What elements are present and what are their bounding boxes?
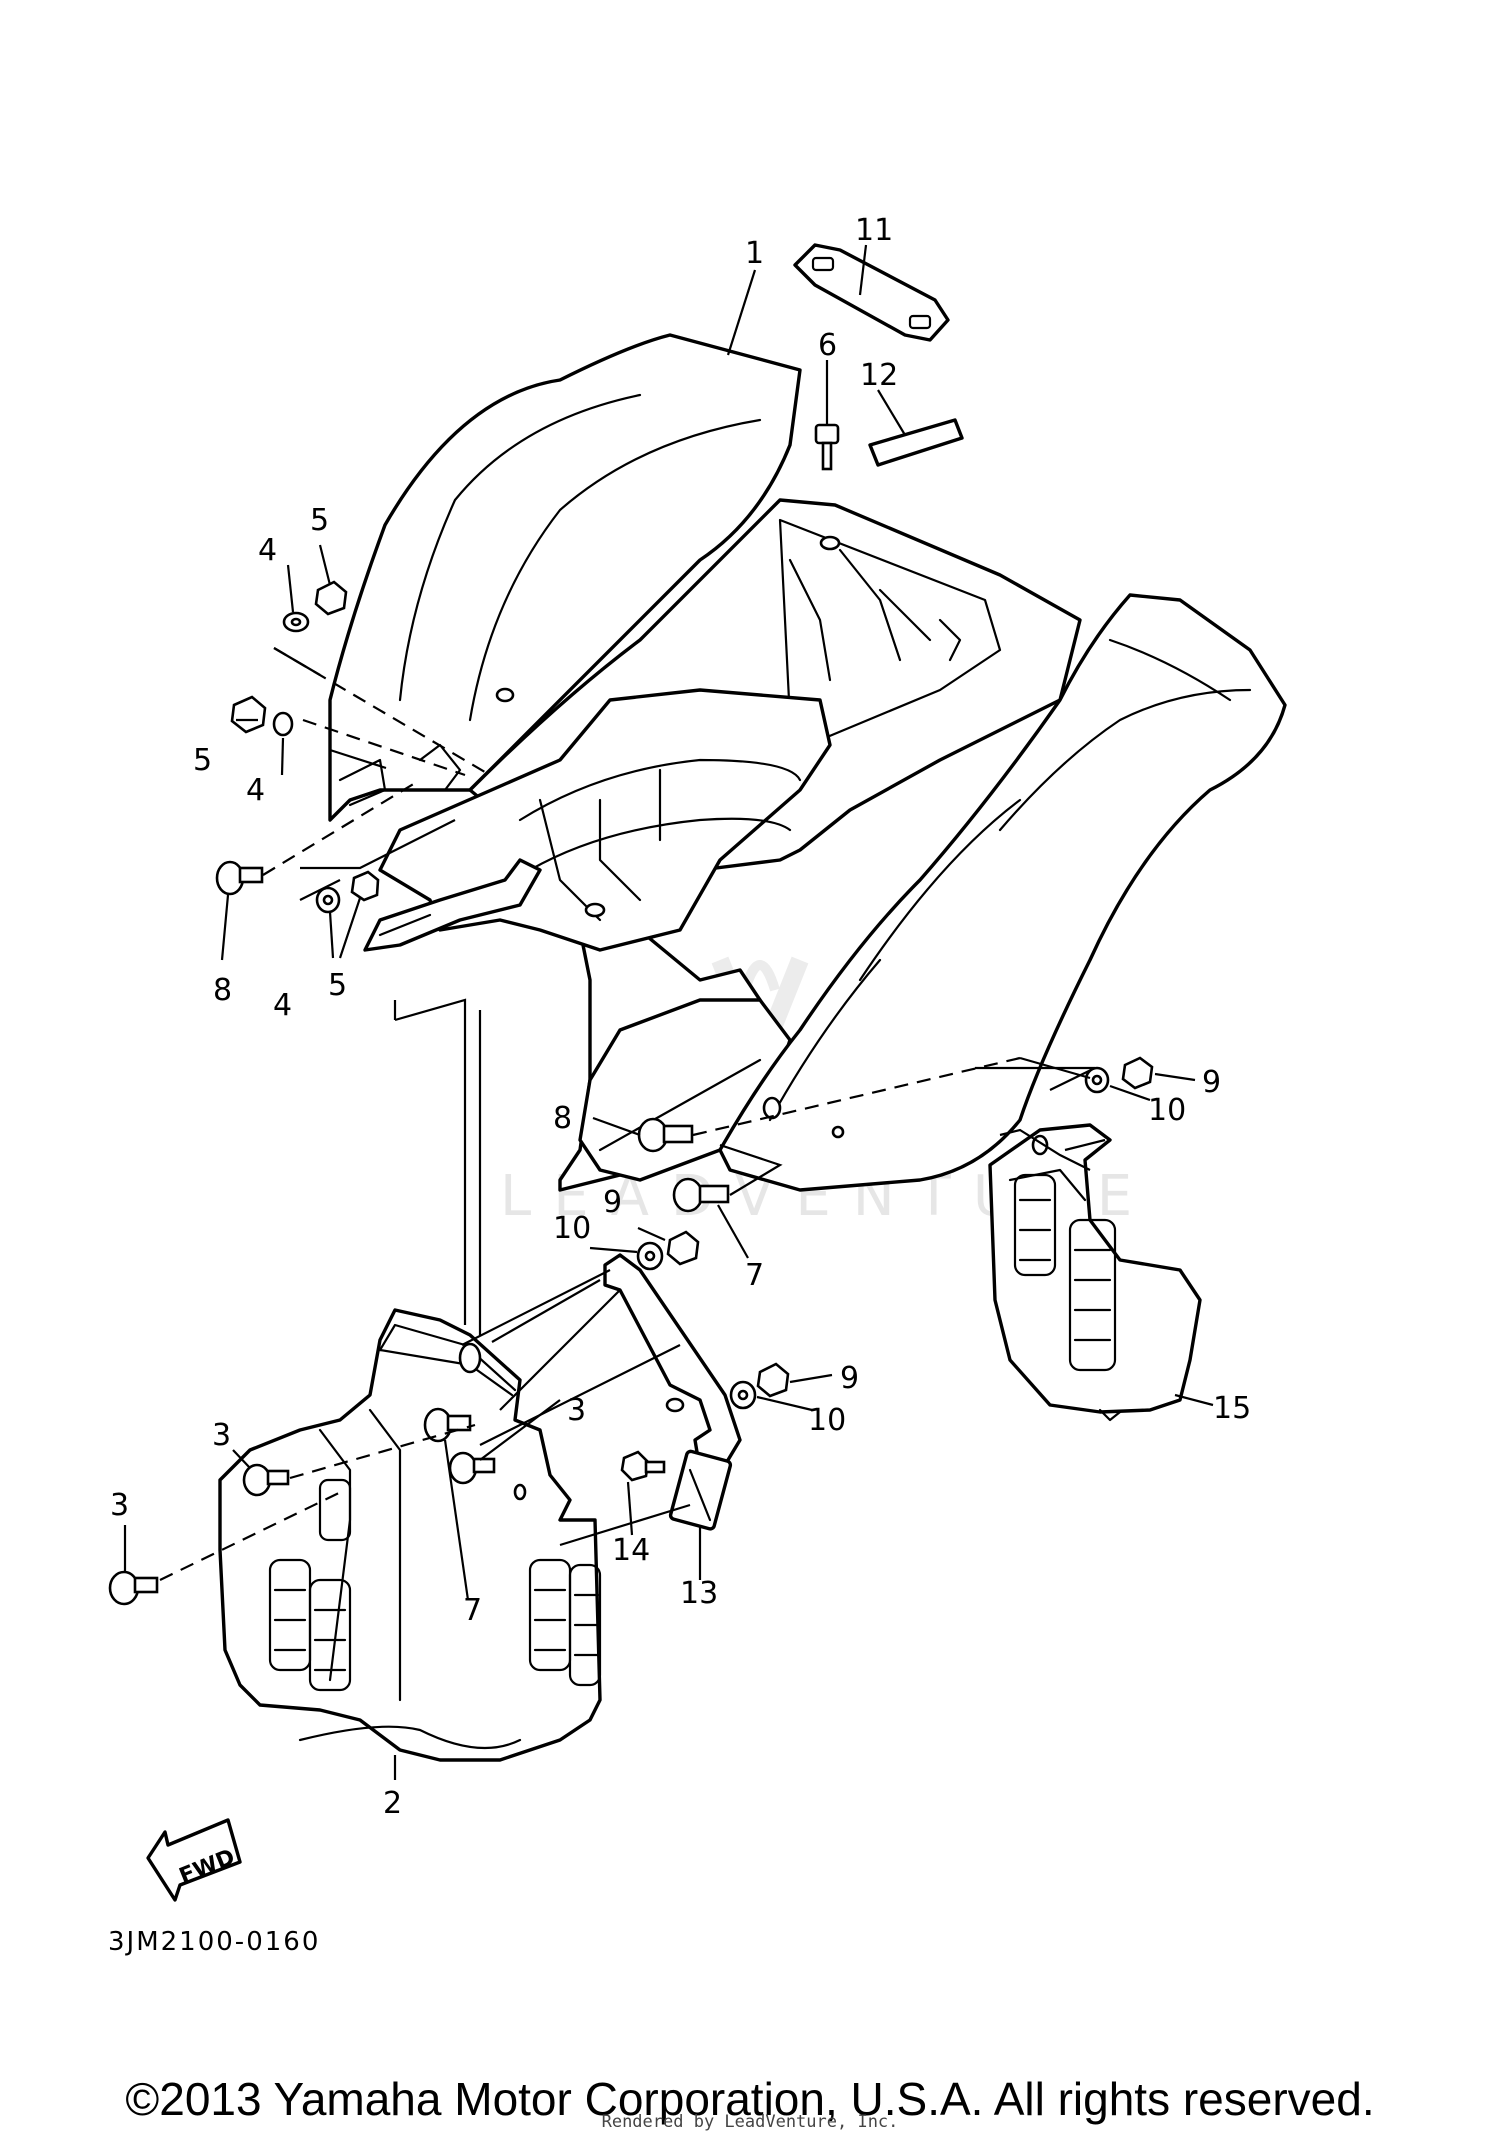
screw-3a xyxy=(242,1463,290,1497)
callout-12: 12 xyxy=(860,358,898,393)
callout-15: 15 xyxy=(1213,1391,1251,1426)
washer-4a xyxy=(282,611,310,633)
callout-4: 4 xyxy=(273,988,292,1023)
washer-4b xyxy=(272,711,294,737)
callout-3: 3 xyxy=(212,1418,231,1453)
callout-6: 6 xyxy=(818,328,837,363)
callout-8: 8 xyxy=(553,1101,572,1136)
bracket xyxy=(603,1253,742,1531)
bolt-6 xyxy=(814,423,840,471)
nut-9a xyxy=(1121,1056,1154,1090)
bolt-7a xyxy=(672,1177,730,1213)
rendered-by-notice: Rendered by LeadVenture, Inc. xyxy=(601,2112,899,2132)
screw-3b xyxy=(448,1451,496,1485)
callout-4: 4 xyxy=(246,773,265,808)
callout-labels: 1 2 3 3 3 4 4 4 5 5 5 6 7 7 8 8 9 9 9 10… xyxy=(110,213,1251,1821)
callout-10: 10 xyxy=(808,1403,846,1438)
copyright-notice: ©2013 Yamaha Motor Corporation, U.S.A. A… xyxy=(125,2073,1375,2125)
drawing-code: 3JM2100-0160 xyxy=(108,1927,320,1957)
bolt-8b xyxy=(637,1117,694,1153)
nut-9b xyxy=(666,1230,700,1266)
callout-10: 10 xyxy=(1148,1093,1186,1128)
callout-5: 5 xyxy=(310,503,329,538)
nut-9c xyxy=(756,1362,790,1398)
forward-arrow-icon: FWD xyxy=(146,1818,242,1902)
washer-10c xyxy=(729,1380,757,1410)
callout-leaders xyxy=(123,244,1214,1780)
washer-10a xyxy=(1084,1066,1110,1094)
callout-11: 11 xyxy=(855,213,893,248)
strap xyxy=(793,243,950,342)
mud-flap-right xyxy=(988,1123,1202,1422)
callout-5: 5 xyxy=(328,968,347,1003)
callout-4: 4 xyxy=(258,533,277,568)
callout-2: 2 xyxy=(383,1786,402,1821)
mud-flap-left xyxy=(218,1308,602,1762)
nut-5b xyxy=(230,695,267,734)
callout-9: 9 xyxy=(603,1185,622,1220)
bolt-8a xyxy=(215,860,264,896)
label-sticker xyxy=(868,418,964,467)
callout-10: 10 xyxy=(553,1211,591,1246)
callout-9: 9 xyxy=(840,1361,859,1396)
nut-5c xyxy=(350,870,380,902)
callout-1: 1 xyxy=(745,236,764,271)
rear-fender xyxy=(328,333,1287,1192)
nut-5a xyxy=(314,580,348,616)
washer-10b xyxy=(636,1241,664,1271)
callout-7: 7 xyxy=(745,1258,764,1293)
vent-louvers xyxy=(268,1478,602,1692)
callout-5: 5 xyxy=(193,743,212,778)
callout-13: 13 xyxy=(680,1576,718,1611)
bolt-14 xyxy=(620,1450,666,1482)
screw-3c xyxy=(108,1570,159,1606)
callout-7: 7 xyxy=(463,1593,482,1628)
hardware xyxy=(108,423,1154,1606)
callout-3: 3 xyxy=(110,1488,129,1523)
assembly-lines xyxy=(159,647,1106,1581)
callout-9: 9 xyxy=(1202,1065,1221,1100)
bolt-7b xyxy=(423,1407,472,1443)
callout-8: 8 xyxy=(213,973,232,1008)
washer-4c xyxy=(315,886,341,914)
callout-14: 14 xyxy=(612,1533,650,1568)
callout-3: 3 xyxy=(567,1393,586,1428)
